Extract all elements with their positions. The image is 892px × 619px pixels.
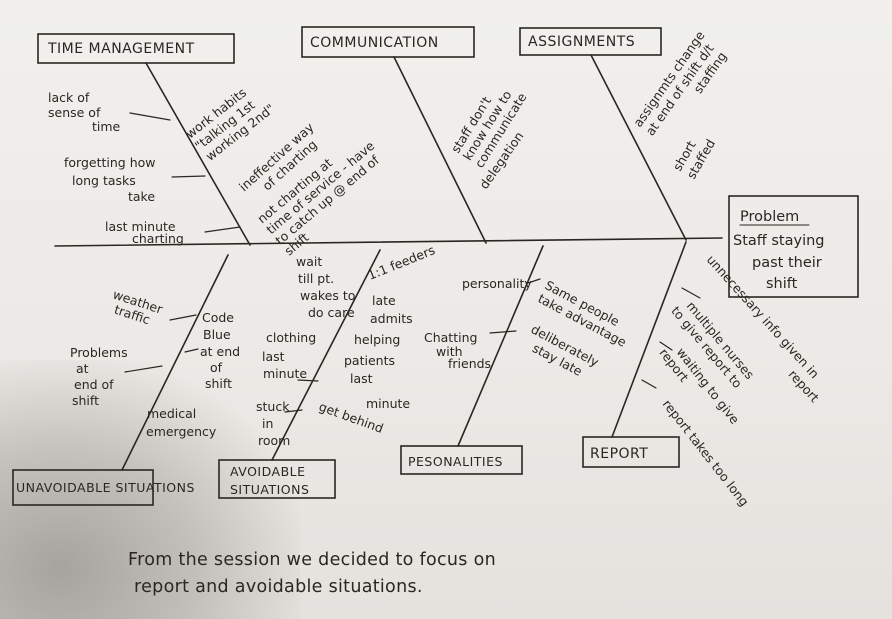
svg-text:do care: do care bbox=[308, 305, 355, 320]
svg-text:sense of: sense of bbox=[48, 105, 101, 120]
svg-text:charting: charting bbox=[132, 231, 184, 246]
svg-text:take: take bbox=[128, 189, 155, 204]
footer-line-2: report and avoidable situations. bbox=[134, 577, 423, 597]
svg-text:stuck: stuck bbox=[256, 399, 290, 414]
problem-label: Problem bbox=[740, 209, 799, 225]
category-label: TIME MANAGEMENT bbox=[47, 41, 195, 57]
category-assignments: ASSIGNMENTS bbox=[519, 27, 687, 241]
svg-text:admits: admits bbox=[370, 311, 413, 326]
category-label: PESONALITIES bbox=[408, 454, 503, 469]
svg-text:with: with bbox=[436, 344, 463, 359]
svg-text:at end: at end bbox=[200, 344, 240, 359]
svg-text:Code: Code bbox=[202, 310, 234, 325]
cause-connector bbox=[681, 287, 701, 299]
svg-text:Blue: Blue bbox=[203, 327, 231, 342]
footer-line-1: From the session we decided to focus on bbox=[128, 550, 496, 570]
category-personalities: PESONALITIES bbox=[400, 245, 544, 475]
svg-text:shift: shift bbox=[72, 393, 99, 408]
cause-staff-dont-know-how-to-communicate: staff don't know how to communicate bbox=[448, 88, 530, 171]
cause-short-staffed: short staffed bbox=[670, 136, 719, 181]
category-time-management: TIME MANAGEMENT bbox=[37, 33, 251, 246]
photo-shadow bbox=[0, 360, 300, 619]
cause-assignments-change: assignmts change at end of shift d/t sta… bbox=[630, 28, 729, 139]
problem-line-3: shift bbox=[766, 276, 798, 292]
svg-text:late: late bbox=[372, 293, 396, 308]
svg-text:at: at bbox=[76, 361, 89, 376]
svg-text:lack of: lack of bbox=[48, 90, 90, 105]
svg-text:friends: friends bbox=[448, 356, 491, 371]
svg-text:till pt.: till pt. bbox=[298, 271, 334, 286]
cause-stuck-in-room: stuck in room bbox=[256, 399, 303, 448]
category-avoidable-situations: AVOIDABLE SITUATIONS bbox=[218, 249, 381, 499]
svg-text:clothing: clothing bbox=[266, 330, 316, 345]
svg-text:1:1 feeders: 1:1 feeders bbox=[366, 242, 438, 283]
svg-text:Chatting: Chatting bbox=[424, 330, 477, 345]
svg-text:Problems: Problems bbox=[70, 345, 128, 360]
svg-text:patients: patients bbox=[344, 353, 395, 368]
problem-line-1: Staff staying bbox=[733, 233, 825, 249]
svg-text:minute: minute bbox=[263, 366, 307, 381]
category-label-line-1: AVOIDABLE bbox=[230, 464, 306, 479]
svg-text:forgetting how: forgetting how bbox=[64, 155, 156, 170]
category-label: COMMUNICATION bbox=[310, 35, 439, 51]
cause-personality: personality bbox=[462, 276, 541, 291]
cause-chatting-with-friends: Chatting with friends bbox=[424, 330, 517, 371]
svg-text:wait: wait bbox=[296, 254, 322, 269]
spine-line bbox=[54, 237, 723, 247]
cause-1-1-feeders: 1:1 feeders bbox=[366, 242, 438, 283]
svg-text:personality: personality bbox=[462, 276, 532, 291]
cause-medical-emergency: medical emergency bbox=[146, 406, 217, 439]
cause-problems-at-end-of-shift: Problems at end of shift bbox=[70, 345, 163, 408]
svg-text:of: of bbox=[210, 360, 223, 375]
svg-text:time: time bbox=[92, 119, 121, 134]
cause-code-blue-at-end-of-shift: Code Blue at end of shift bbox=[184, 310, 240, 391]
svg-text:minute: minute bbox=[366, 396, 410, 411]
category-unavoidable-situations: UNAVOIDABLE SITUATIONS bbox=[12, 254, 229, 506]
svg-text:last minute: last minute bbox=[105, 219, 176, 234]
cause-helping-patients-last-minute: helping patients last minute bbox=[344, 332, 410, 411]
svg-text:end of: end of bbox=[74, 377, 114, 392]
cause-forgetting-how-long-tasks-take: forgetting how long tasks take bbox=[64, 155, 206, 204]
svg-text:room: room bbox=[258, 433, 290, 448]
problem-box: Problem Staff staying past their shift bbox=[728, 195, 859, 298]
category-label: REPORT bbox=[590, 446, 648, 462]
category-label-line-2: SITUATIONS bbox=[230, 482, 309, 497]
cause-connector bbox=[659, 341, 673, 351]
cause-wait-till-pt-wakes: wait till pt. wakes to do care bbox=[296, 254, 355, 320]
category-label: ASSIGNMENTS bbox=[528, 34, 635, 50]
cause-lack-of-sense-of-time: lack of sense of time bbox=[48, 90, 171, 134]
cause-late-admits: late admits bbox=[370, 293, 413, 326]
category-report: REPORT bbox=[582, 241, 687, 468]
svg-text:helping: helping bbox=[354, 332, 400, 347]
cause-connector bbox=[641, 379, 657, 389]
svg-text:wakes to: wakes to bbox=[300, 288, 355, 303]
svg-text:shift: shift bbox=[205, 376, 232, 391]
category-label: UNAVOIDABLE SITUATIONS bbox=[16, 480, 195, 495]
svg-text:long tasks: long tasks bbox=[72, 173, 136, 188]
problem-line-2: past their bbox=[752, 255, 822, 271]
svg-text:emergency: emergency bbox=[146, 424, 217, 439]
cause-weather-traffic: weather traffic bbox=[111, 287, 165, 328]
svg-text:in: in bbox=[262, 416, 273, 431]
cause-last-minute-charting: last minute charting bbox=[105, 219, 241, 246]
cause-clothing-last-minute: clothing last minute bbox=[262, 330, 319, 382]
svg-text:last: last bbox=[262, 349, 285, 364]
cause-connector bbox=[169, 314, 197, 321]
svg-text:medical: medical bbox=[147, 406, 196, 421]
category-communication: COMMUNICATION bbox=[301, 26, 487, 244]
svg-text:last: last bbox=[350, 371, 373, 386]
